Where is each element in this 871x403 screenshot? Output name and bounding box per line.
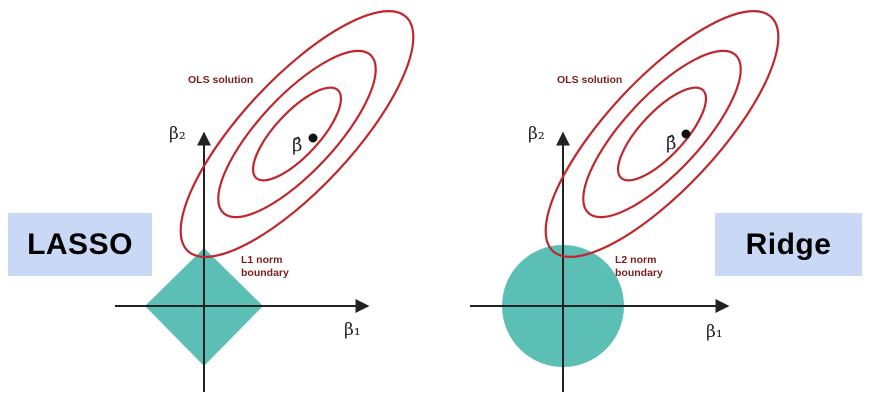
ridge-beta-hat-label: β̂: [666, 133, 677, 154]
ridge-panel: [470, 10, 780, 392]
ridge-ols-solution-label: OLS solution: [557, 74, 623, 86]
ridge-contour-inner: [616, 86, 708, 182]
ridge-ols-contours: [544, 10, 780, 258]
lasso-title-badge: LASSO: [8, 213, 152, 276]
ridge-ols-estimate-point: [681, 129, 691, 139]
lasso-contour-middle: [217, 49, 377, 219]
lasso-ols-estimate-point: [308, 133, 318, 143]
ridge-norm-label-line2: boundary: [615, 267, 663, 279]
lasso-contour-inner: [251, 86, 343, 182]
lasso-ols-contours: [179, 10, 415, 258]
lasso-norm-label-line2: boundary: [241, 267, 289, 279]
ridge-y-axis-label: β₂: [528, 124, 545, 144]
ridge-contour-outer: [544, 10, 780, 258]
ridge-title-badge: Ridge: [715, 213, 862, 276]
ridge-contour-middle: [582, 49, 742, 219]
lasso-beta-hat-label: β̂: [292, 135, 303, 156]
ridge-x-axis-label: β₁: [706, 322, 723, 342]
lasso-panel: [115, 10, 415, 392]
lasso-x-axis-label: β₁: [344, 320, 361, 340]
lasso-norm-label-line1: L1 norm: [241, 254, 283, 266]
lasso-y-axis-label: β₂: [169, 124, 186, 144]
ridge-norm-label: L2 norm boundary: [615, 254, 663, 280]
lasso-norm-label: L1 norm boundary: [241, 254, 289, 280]
ridge-norm-label-line1: L2 norm: [615, 254, 657, 266]
lasso-contour-outer: [179, 10, 415, 258]
lasso-ols-solution-label: OLS solution: [188, 74, 254, 86]
